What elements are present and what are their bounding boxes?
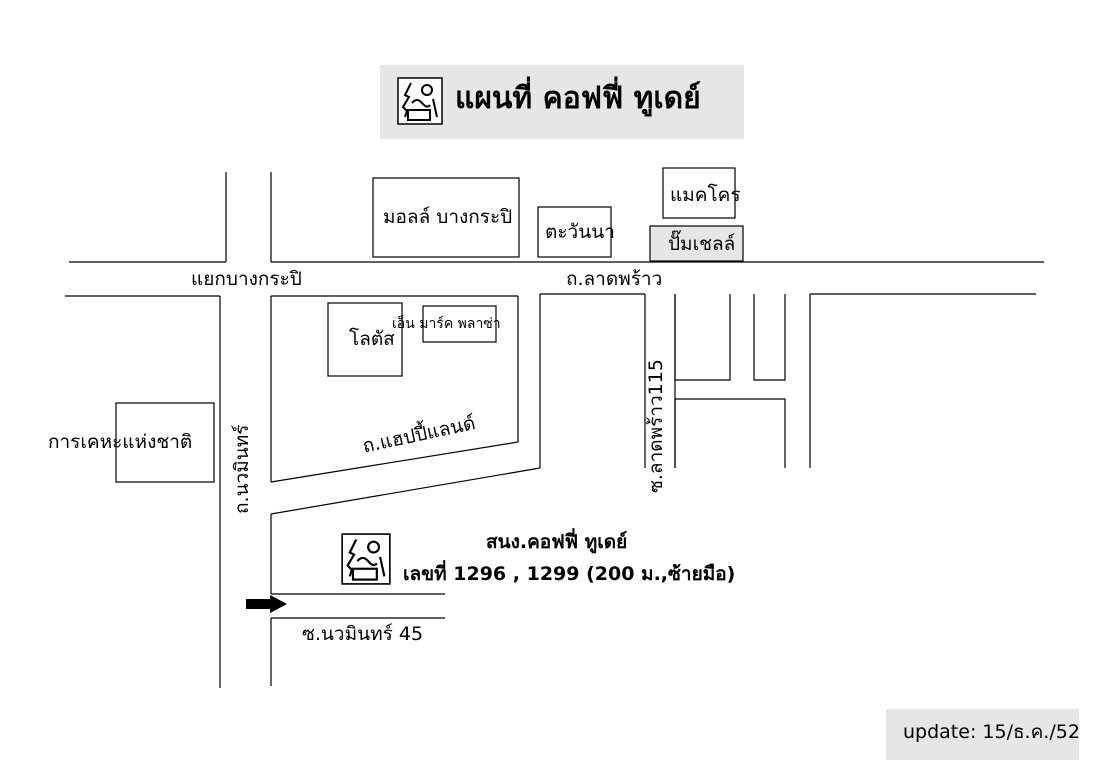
shell-label: ปั๊มเชลล์ (668, 233, 736, 255)
direction-arrow-icon (246, 595, 287, 613)
lotus-label: โลตัส (349, 328, 395, 350)
shell-box (649, 225, 744, 262)
mall-label: มอลล์ บางกระปิ (383, 206, 513, 228)
nawamin-road-label: ถ.นวมินทร์ (231, 424, 253, 514)
tawanna-box (537, 206, 612, 258)
destination-name: สนง.คอฟฟี่ ทูเดย์ (486, 531, 628, 553)
nawamin45-label: ซ.นวมินทร์ 45 (302, 623, 424, 645)
stadium-label: การเคหะแห่งชาติ (48, 431, 193, 453)
makro-box (662, 167, 736, 219)
ladprao-road-label: ถ.ลาดพร้าว (566, 268, 663, 290)
tawanna-label: ตะวันนา (545, 221, 615, 243)
makro-label: แมคโคร (670, 184, 741, 206)
mall-box (372, 177, 520, 258)
plaza-box (422, 305, 497, 343)
lotus-box (327, 302, 403, 377)
destination-logo-icon (339, 533, 393, 589)
map-title: แผนที่ คอฟฟี่ ทูเดย์ (455, 81, 701, 116)
update-label: update: 15/ธ.ค./52 (903, 721, 1080, 743)
coffee-today-logo-icon (397, 77, 443, 129)
plaza-label: เอ็น มาร์ค พลาซ่า (392, 316, 501, 332)
junction-label: แยกบางกระปิ (191, 268, 302, 290)
update-banner (886, 709, 1079, 760)
stadium-box (115, 402, 215, 483)
destination-address: เลขที่ 1296 , 1299 (200 ม.,ซ้ายมือ) (403, 563, 736, 585)
ladprao115-label: ซ.ลาดพร้าว115 (645, 359, 667, 493)
